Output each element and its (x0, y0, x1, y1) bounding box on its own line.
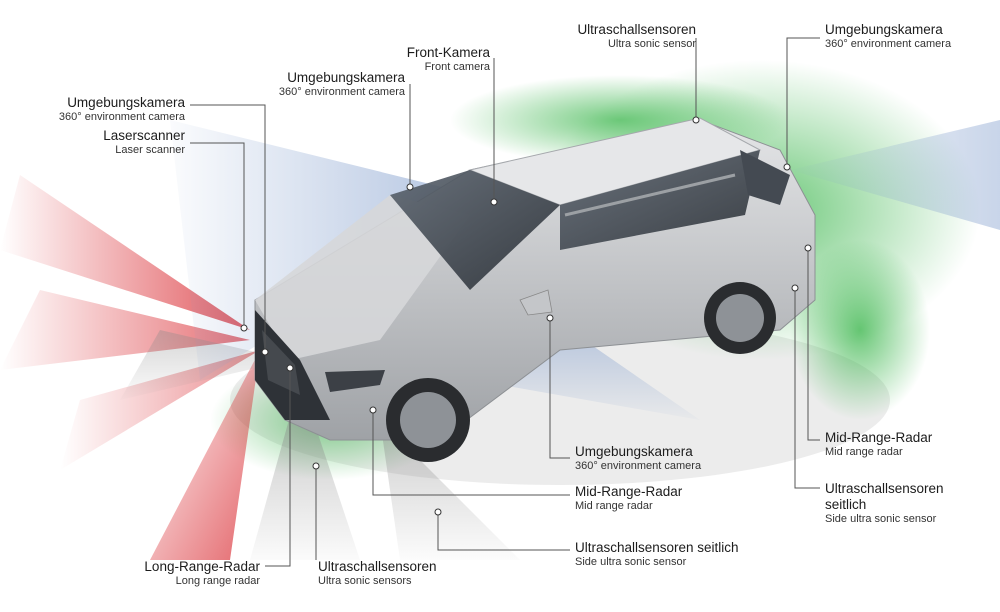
label-en: Mid range radar (575, 500, 653, 513)
label-ultraschall-front: Ultraschallsensoren Ultra sonic sensors (318, 559, 478, 588)
label-ultraschall-top: Ultraschallsensoren Ultra sonic sensor (556, 22, 696, 51)
leader-longrange (265, 370, 291, 567)
label-en: 360° environment camera (825, 38, 952, 51)
radar-beam-2 (0, 290, 250, 370)
label-en: Mid range radar (825, 446, 903, 459)
label-en: 360° environment camera (58, 111, 185, 124)
ultrasonic-zone-side (790, 240, 930, 420)
label-de: Ultraschallsensoren seitlich (575, 540, 739, 555)
label-en: Side ultra sonic sensor (575, 556, 687, 569)
label-de: Mid-Range-Radar (825, 430, 933, 445)
leader-umgebung-mirror-bottom (549, 318, 570, 459)
car (254, 117, 816, 462)
label-en: Ultra sonic sensor (607, 38, 696, 51)
radar-beam-3 (150, 350, 260, 560)
label-ultraschall-seitlich-right: Ultraschallsensoren seitlich Side ultra … (825, 481, 965, 527)
label-laserscanner: Laserscanner Laser scanner (55, 128, 185, 157)
label-midrange-front: Mid-Range-Radar Mid range radar (575, 484, 745, 513)
label-de: Umgebungskamera (287, 70, 405, 85)
sonic-beam-1 (250, 380, 360, 560)
label-de: Umgebungskamera (825, 22, 943, 37)
label-umgebung-front: Umgebungskamera 360° environment camera (15, 95, 185, 124)
camera-beam-rear (790, 120, 1000, 230)
label-de: Mid-Range-Radar (575, 484, 683, 499)
label-de: Umgebungskamera (575, 444, 693, 459)
label-en: Long range radar (175, 575, 260, 588)
label-umgebung-mirror-bottom: Umgebungskamera 360° environment camera (575, 444, 755, 473)
label-en: Laser scanner (115, 144, 185, 157)
label-en: 360° environment camera (575, 460, 702, 473)
label-en: Ultra sonic sensors (318, 575, 412, 588)
radar-beam-4 (60, 350, 260, 470)
label-de: Front-Kamera (406, 45, 490, 60)
label-de: Umgebungskamera (67, 95, 185, 110)
label-longrange: Long-Range-Radar Long range radar (110, 559, 260, 588)
leader-ultraschall-seitlich-bottom (437, 512, 570, 551)
label-en: Side ultra sonic sensor (825, 513, 937, 526)
label-de: Long-Range-Radar (144, 559, 260, 574)
label-en: 360° environment camera (278, 86, 405, 99)
leader-midrange-right (807, 248, 820, 441)
label-de: Laserscanner (103, 128, 185, 143)
label-de: Ultraschallsensoren (577, 22, 696, 37)
leader-umgebung-front (190, 104, 266, 350)
label-umgebung-right: Umgebungskamera 360° environment camera (825, 22, 995, 51)
leader-ultraschall-seitlich-right (794, 288, 820, 489)
label-midrange-right: Mid-Range-Radar Mid range radar (825, 430, 985, 459)
label-de: Ultraschallsensoren seitlich (825, 481, 944, 513)
sensor-dots (240, 116, 812, 516)
label-en: Front camera (424, 61, 490, 74)
label-umgebung-mirror-top: Umgebungskamera 360° environment camera (235, 70, 405, 99)
leader-midrange-front (372, 410, 570, 496)
leader-umgebung-right (786, 37, 820, 165)
label-de: Ultraschallsensoren (318, 559, 437, 574)
label-front-kamera: Front-Kamera Front camera (370, 45, 490, 74)
radar-beam-1 (0, 175, 250, 330)
leader-lines (190, 37, 820, 567)
leader-laserscanner (190, 142, 245, 328)
label-ultraschall-seitlich-bottom: Ultraschallsensoren seitlich Side ultra … (575, 540, 795, 569)
